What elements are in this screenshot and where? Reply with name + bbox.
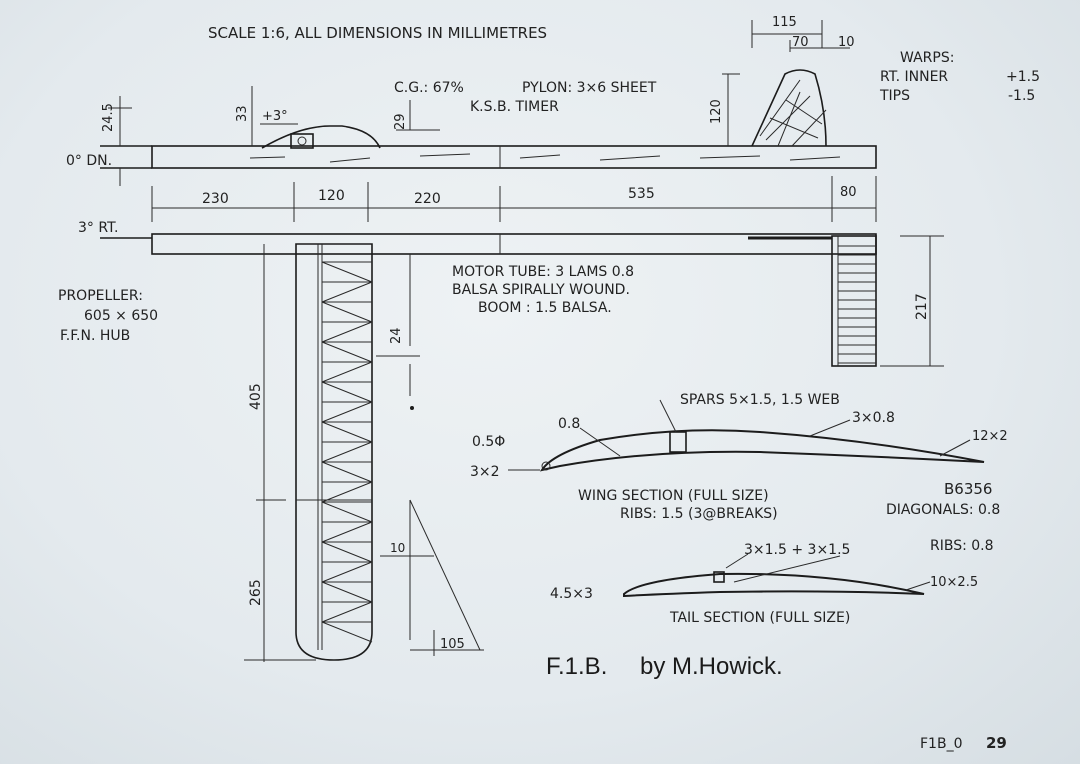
wing-ribs-note: RIBS: 1.5 (3@BREAKS) bbox=[620, 506, 778, 522]
timer-note: K.S.B. TIMER bbox=[470, 99, 559, 115]
wing-te: 12×2 bbox=[972, 429, 1008, 444]
wing-airfoil: B6356 bbox=[944, 480, 992, 498]
dim-120-length: 120 bbox=[318, 188, 345, 204]
propeller-line-3: F.F.N. HUB bbox=[60, 328, 130, 344]
tailplane-plan bbox=[831, 235, 877, 367]
wing-diagonal bbox=[321, 381, 373, 403]
wing-diagonal bbox=[321, 581, 373, 603]
tail-te: 10×2.5 bbox=[930, 575, 978, 590]
plan-view-fuselage bbox=[151, 233, 877, 255]
dim-29: 29 bbox=[393, 113, 408, 130]
dim-217: 217 bbox=[914, 293, 930, 320]
length-dimensions: 230 120 220 535 80 bbox=[151, 176, 877, 222]
wing-diagonal bbox=[321, 501, 373, 523]
warps-title: WARPS: bbox=[900, 50, 954, 66]
scale-note: SCALE 1:6, ALL DIMENSIONS IN MILLIMETRES bbox=[208, 24, 547, 42]
wing-section bbox=[539, 399, 985, 472]
tail-le: 4.5×3 bbox=[550, 586, 593, 602]
propeller-line-1: PROPELLER: bbox=[58, 288, 143, 304]
wing-diagonal bbox=[321, 281, 373, 303]
warps-tips-label: TIPS bbox=[879, 88, 910, 104]
wing-diagonal bbox=[321, 401, 373, 423]
incidence-label: +3° bbox=[262, 109, 288, 124]
wing-diagonal bbox=[321, 321, 373, 343]
dim-535: 535 bbox=[628, 186, 655, 202]
dim-265: 265 bbox=[248, 579, 264, 606]
dim-10-tip: 10 bbox=[390, 541, 405, 555]
dim-24-5: 24.5 bbox=[101, 103, 116, 132]
wing-diagonal bbox=[321, 361, 373, 383]
wing-diagonal bbox=[321, 621, 373, 643]
wing-section-caption: WING SECTION (FULL SIZE) bbox=[578, 488, 769, 504]
downthrust-label: 0° DN. bbox=[66, 153, 112, 169]
dim-115: 115 bbox=[772, 15, 797, 30]
wing-diagonal bbox=[321, 461, 373, 483]
dim-70: 70 bbox=[792, 35, 809, 50]
pylon-note: PYLON: 3×6 SHEET bbox=[522, 80, 657, 96]
motor-tube-line-2: BALSA SPIRALLY WOUND. bbox=[452, 282, 630, 298]
tail-spars: 3×1.5 + 3×1.5 bbox=[744, 542, 850, 558]
dim-33: 33 bbox=[235, 105, 250, 122]
author-name: by M.Howick. bbox=[640, 653, 783, 680]
motor-tube-line-3: BOOM : 1.5 BALSA. bbox=[478, 300, 612, 316]
dim-80: 80 bbox=[840, 185, 857, 200]
wing-diagonals-note: DIAGONALS: 0.8 bbox=[886, 502, 1000, 518]
tail-section-caption: TAIL SECTION (FULL SIZE) bbox=[669, 610, 850, 626]
wing-spars: SPARS 5×1.5, 1.5 WEB bbox=[680, 392, 840, 408]
dim-105: 105 bbox=[440, 637, 465, 652]
wing-diagonal bbox=[321, 421, 373, 443]
wing-spar-cap: 3×0.8 bbox=[852, 410, 895, 426]
side-view-fuselage bbox=[151, 69, 877, 169]
dim-230: 230 bbox=[202, 191, 229, 207]
motor-tube-line-1: MOTOR TUBE: 3 LAMS 0.8 bbox=[452, 264, 634, 280]
sidethrust-label: 3° RT. bbox=[78, 220, 118, 236]
wing-diagonal bbox=[321, 601, 373, 623]
dim-120: 120 bbox=[709, 99, 724, 124]
reference-prefix: F1B_0 bbox=[920, 736, 962, 752]
warps-rt-inner-label: RT. INNER bbox=[880, 69, 948, 85]
wing-diagonal bbox=[321, 561, 373, 583]
wing-diagonal bbox=[321, 541, 373, 563]
wing-diagonal bbox=[321, 441, 373, 463]
propeller-line-2: 605 × 650 bbox=[84, 308, 158, 324]
warps-tips-value: -1.5 bbox=[1008, 88, 1035, 104]
wing-plan bbox=[295, 243, 373, 661]
wing-le-08: 0.8 bbox=[558, 416, 580, 432]
wing-diagonal bbox=[321, 341, 373, 363]
dim-10-top: 10 bbox=[838, 35, 855, 50]
wing-diagonal bbox=[321, 261, 373, 283]
wing-le-dia: 0.5Φ bbox=[472, 434, 505, 450]
dim-220: 220 bbox=[414, 191, 441, 207]
wing-diagonal bbox=[321, 481, 373, 503]
tail-section bbox=[623, 553, 931, 598]
reference-number: 29 bbox=[986, 734, 1007, 752]
wing-le-3x2: 3×2 bbox=[470, 464, 500, 480]
dim-405: 405 bbox=[248, 383, 264, 410]
model-name: F.1.B. bbox=[546, 653, 607, 680]
tail-ribs-note: RIBS: 0.8 bbox=[930, 538, 994, 554]
wing-diagonal bbox=[321, 301, 373, 323]
dim-24: 24 bbox=[389, 327, 404, 344]
warps-rt-inner-value: +1.5 bbox=[1006, 69, 1040, 85]
cg-note: C.G.: 67% bbox=[394, 80, 464, 96]
wing-diagonal bbox=[321, 521, 373, 543]
